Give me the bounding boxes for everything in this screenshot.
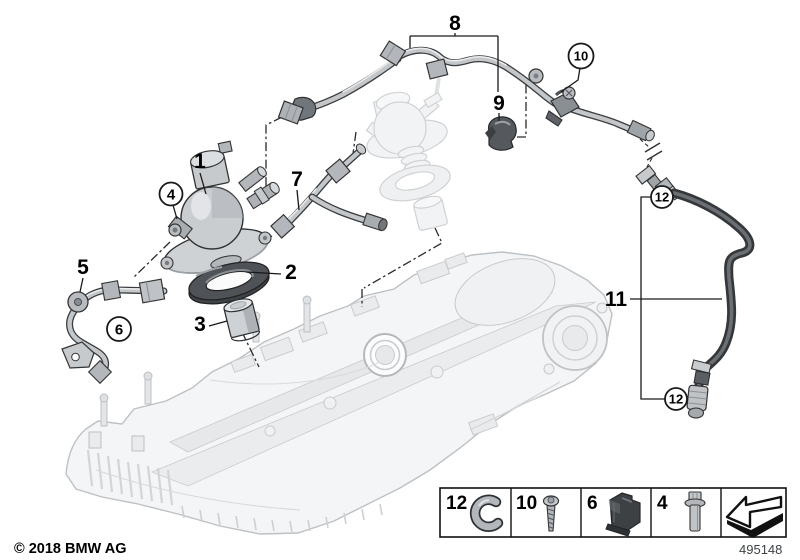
clamp-ring-icon bbox=[469, 494, 504, 532]
leader-8 bbox=[409, 33, 499, 92]
callout-circled-12-bottom: 12 bbox=[664, 387, 688, 411]
callouts: 8 9 1 7 5 2 3 11 4 6 10 bbox=[77, 12, 722, 411]
cover-misc-details bbox=[95, 361, 561, 511]
cover-rail bbox=[150, 301, 597, 487]
pipe5-end-fitting bbox=[87, 359, 113, 385]
callout-circled-4: 4 bbox=[158, 181, 184, 220]
legend-cell-4-number: 4 bbox=[657, 493, 668, 514]
pipe7-branch-elbow bbox=[362, 212, 388, 232]
callout-11: 11 bbox=[605, 288, 628, 311]
callout-circled-12-top: 12 bbox=[650, 185, 674, 209]
callout-7: 7 bbox=[291, 168, 303, 191]
axis-pipe5-to-pump1 bbox=[132, 241, 171, 279]
copyright-text: © 2018 BMW AG bbox=[14, 541, 126, 557]
cover-bottom-ticks bbox=[181, 503, 383, 533]
pump1-rear-ports bbox=[238, 166, 280, 210]
fitting-12-bottom bbox=[686, 359, 712, 419]
pipe7-nut bbox=[325, 158, 351, 184]
leader-5 bbox=[79, 277, 84, 293]
callout-circled-6: 6 bbox=[106, 316, 132, 342]
cover-dome bbox=[454, 258, 556, 326]
legend-cell-6-number: 6 bbox=[587, 493, 598, 514]
direction-of-travel-arrow-icon bbox=[725, 495, 783, 538]
part-hose-11 bbox=[635, 138, 755, 419]
leader-2 bbox=[245, 271, 282, 275]
axis-pipe8-to-pump1 bbox=[253, 116, 283, 207]
pump-bore bbox=[363, 333, 407, 377]
legend-table: 12 10 6 4 bbox=[439, 487, 787, 538]
part-pipe-5 bbox=[61, 278, 168, 385]
drawing-number: 495148 bbox=[739, 542, 782, 557]
pipe7-start-nut bbox=[270, 213, 296, 239]
legend-cell-12-number: 12 bbox=[446, 493, 467, 514]
ghost-bushing bbox=[413, 195, 448, 231]
callout-circled-10: 10 bbox=[560, 42, 595, 93]
callout-3: 3 bbox=[194, 313, 206, 336]
flange-bolt-icon bbox=[684, 491, 706, 532]
leader-1 bbox=[199, 172, 207, 195]
pipe8-union-nut bbox=[379, 40, 407, 67]
svg-text:12: 12 bbox=[669, 392, 683, 407]
pipe8-end-cap bbox=[626, 119, 655, 142]
svg-text:4: 4 bbox=[167, 187, 176, 204]
svg-text:12: 12 bbox=[655, 190, 669, 205]
cover-end-flange bbox=[542, 302, 608, 375]
leader-3 bbox=[208, 320, 228, 327]
axis-clip9-to-pipe8 bbox=[517, 81, 527, 138]
pipe5-nut-large bbox=[138, 278, 166, 304]
part-bushing-3 bbox=[223, 298, 261, 342]
part-clip-9 bbox=[485, 116, 517, 151]
svg-text:10: 10 bbox=[574, 49, 588, 64]
legend-cell-10-number: 10 bbox=[516, 493, 537, 514]
callout-1: 1 bbox=[194, 150, 206, 173]
callout-2: 2 bbox=[285, 261, 297, 284]
engine-cover bbox=[65, 251, 613, 535]
callout-5: 5 bbox=[77, 256, 89, 279]
part-pump-1 bbox=[160, 140, 280, 298]
callout-8: 8 bbox=[449, 12, 461, 35]
ghost-pump-assembly bbox=[365, 77, 451, 231]
self-tapping-screw-icon bbox=[542, 495, 560, 532]
part-pipe-7 bbox=[270, 143, 388, 239]
hose-body bbox=[669, 188, 755, 391]
hose-break-symbol bbox=[639, 138, 663, 168]
part-pipe-8 bbox=[277, 40, 655, 142]
pipe5-nut-small bbox=[101, 280, 122, 301]
part-clamp-10 bbox=[545, 86, 580, 127]
cover-rail-2 bbox=[169, 287, 554, 453]
callout-9: 9 bbox=[493, 92, 505, 115]
pump1-solenoid bbox=[189, 140, 233, 190]
leader-7 bbox=[296, 189, 300, 211]
pipe8-elbow-fitting bbox=[277, 96, 317, 125]
rubber-holder-icon bbox=[605, 492, 641, 537]
pipe7-stub-cap bbox=[355, 143, 367, 155]
svg-text:6: 6 bbox=[115, 322, 123, 339]
pipe8-tee-block bbox=[425, 58, 449, 80]
leader-12-bracket bbox=[640, 196, 665, 400]
